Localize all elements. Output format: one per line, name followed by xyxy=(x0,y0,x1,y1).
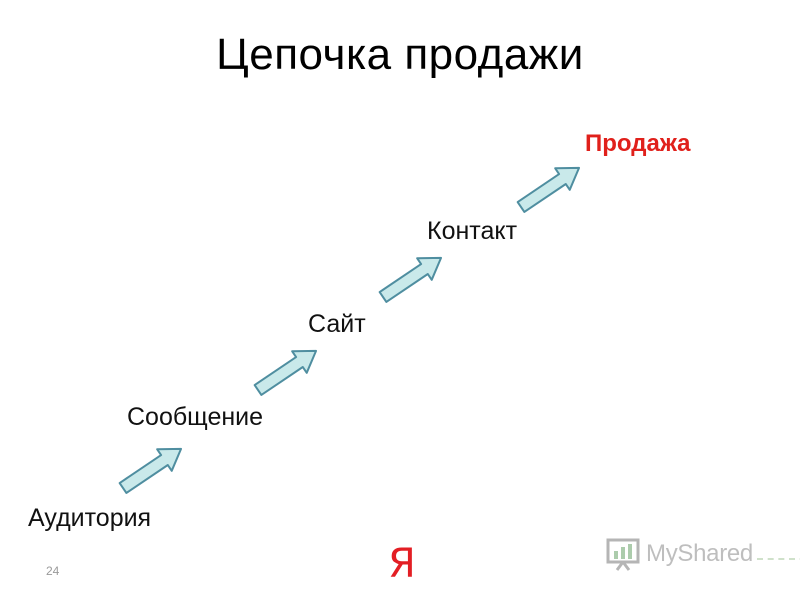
step-sait: Сайт xyxy=(308,310,366,338)
myshared-watermark: MyShared xyxy=(606,536,800,572)
arrow-2-shape xyxy=(253,349,318,396)
step-prodazha: Продажа xyxy=(585,130,691,157)
watermark-dashes xyxy=(756,558,800,560)
arrow-1-shape xyxy=(118,447,183,494)
slide-title: Цепочка продажи xyxy=(216,30,584,79)
yandex-logo: Я xyxy=(388,541,416,587)
arrow-4 xyxy=(516,166,581,213)
arrow-3 xyxy=(378,256,443,303)
page-number: 24 xyxy=(46,564,60,578)
step-kontakt: Контакт xyxy=(427,217,518,245)
arrow-1 xyxy=(118,447,183,494)
arrow-4-shape xyxy=(516,166,581,213)
step-auditoriya: Аудитория xyxy=(28,504,152,532)
watermark-text: MyShared xyxy=(646,540,753,567)
presentation-board-icon xyxy=(606,538,640,571)
step-soobshchenie: Сообщение xyxy=(127,403,264,431)
arrow-2 xyxy=(253,349,318,396)
arrow-3-shape xyxy=(378,256,443,303)
